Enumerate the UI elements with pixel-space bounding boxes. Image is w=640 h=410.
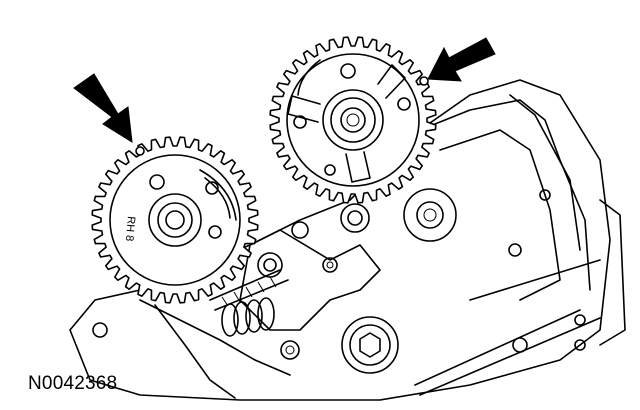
timing-mark-right: [419, 76, 429, 86]
left-sprocket-hub: RH 8: [109, 146, 241, 286]
sprocket-teeth: [91, 136, 259, 304]
timing-mark-arrow-right: [427, 37, 496, 82]
figure-id-label: N0042368: [28, 373, 118, 394]
engine-block: [69, 79, 626, 401]
gear-marking-text: RH 8: [123, 216, 137, 242]
camshaft-sprocket-left: [91, 136, 259, 304]
sprocket-teeth: [269, 36, 437, 204]
camshaft-sprocket-right: [269, 36, 437, 204]
timing-mark-left: [135, 146, 145, 156]
timing-mark-arrow-left: [73, 73, 133, 143]
right-sprocket-hub: [286, 53, 429, 187]
